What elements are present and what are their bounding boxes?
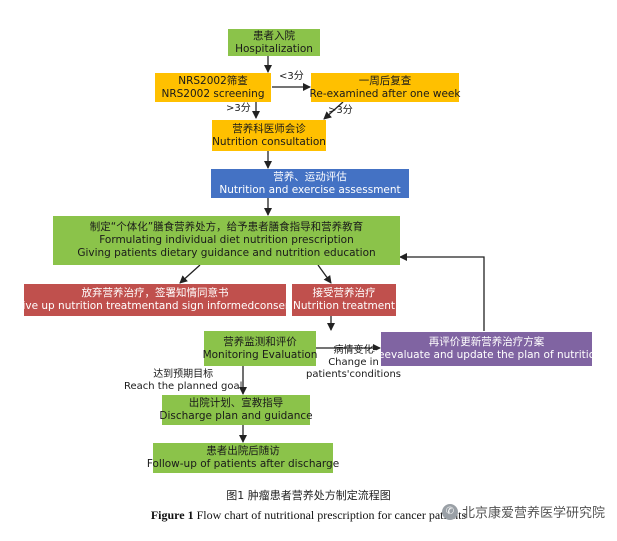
label-change-cn: 病情变化 <box>333 345 374 356</box>
give-up-en: Give up nutrition treatmentand sign info… <box>14 300 296 312</box>
reevaluate-node: 再评价更新营养治疗方案 Reevaluate and update the pl… <box>371 332 602 366</box>
discharge-en: Discharge plan and guidance <box>159 410 313 422</box>
give-up-cn: 放弃营养治疗，签署知情同意书 <box>81 287 229 299</box>
reexamine-node: 一周后复查 Re-examined after one week <box>309 73 461 102</box>
monitoring-en: Monitoring Evaluation <box>202 348 318 361</box>
label-change-en2: patients'conditions <box>306 369 401 380</box>
watermark-text: 北京康爱营养医学研究院 <box>461 506 605 521</box>
label-gt3-left: >3分 <box>226 103 251 114</box>
label-change: 病情变化 Change in patients'conditions <box>306 345 401 381</box>
arrow-prescription-giveup <box>179 264 201 284</box>
screening-node: NRS2002筛查 NRS2002 screening <box>155 73 271 102</box>
consultation-en: Nutrition consultation <box>212 135 326 148</box>
assessment-cn: 营养、运动评估 <box>273 170 347 183</box>
reexamine-cn: 一周后复查 <box>358 74 412 87</box>
give-up-node: 放弃营养治疗，签署知情同意书 Give up nutrition treatme… <box>14 284 296 316</box>
label-gt3-right: >3分 <box>328 105 353 116</box>
arrow-reevaluate-prescription <box>399 253 485 331</box>
monitoring-node: 营养监测和评价 Monitoring Evaluation <box>202 331 318 366</box>
label-reach: 达到预期目标 Reach the planned goal <box>124 369 242 393</box>
reevaluate-en: Reevaluate and update the plan of nutrit… <box>371 349 602 361</box>
reexamine-en: Re-examined after one week <box>309 87 461 100</box>
discharge-node: 出院计划、宣教指导 Discharge plan and guidance <box>159 395 313 425</box>
reevaluate-cn: 再评价更新营养治疗方案 <box>428 336 545 348</box>
screening-en: NRS2002 screening <box>161 87 265 100</box>
arrow-prescription-accept <box>317 264 332 284</box>
hospitalization-node: 患者入院 Hospitalization <box>228 29 320 56</box>
wechat-icon: ✆ <box>441 503 458 520</box>
prescription-node: 制定“个体化”膳食营养处方，给予患者膳食指导和营养教育 Formulating … <box>53 216 400 265</box>
hospitalization-en: Hospitalization <box>235 42 313 55</box>
caption-en: Figure 1 Flow chart of nutritional presc… <box>0 508 617 523</box>
accept-cn: 接受营养治疗 <box>312 287 376 299</box>
discharge-cn: 出院计划、宣教指导 <box>188 397 284 409</box>
label-reach-cn: 达到预期目标 <box>153 369 214 380</box>
followup-node: 患者出院后随访 Follow-up of patients after disc… <box>147 443 339 473</box>
assessment-en: Nutrition and exercise assessment <box>219 183 401 196</box>
consultation-cn: 营养科医师会诊 <box>232 122 306 135</box>
caption-en-label: Figure 1 <box>150 508 194 522</box>
label-change-en1: Change in <box>328 357 379 368</box>
screening-cn: NRS2002筛查 <box>178 74 248 87</box>
caption-cn: 图1 肿瘤患者营养处方制定流程图 <box>226 489 391 502</box>
monitoring-cn: 营养监测和评价 <box>223 335 297 348</box>
accept-en: Nutrition treatment <box>293 300 395 312</box>
consultation-node: 营养科医师会诊 Nutrition consultation <box>212 120 326 151</box>
arrow-reexamine-consultation <box>323 101 344 120</box>
accept-node: 接受营养治疗 Nutrition treatment <box>292 284 396 316</box>
caption-en-text: Flow chart of nutritional prescription f… <box>193 508 467 522</box>
prescription-cn: 制定“个体化”膳食营养处方，给予患者膳食指导和营养教育 <box>89 221 364 233</box>
assessment-node: 营养、运动评估 Nutrition and exercise assessmen… <box>211 169 409 198</box>
label-lt3: <3分 <box>279 71 304 82</box>
prescription-en1: Formulating individual diet nutrition pr… <box>99 234 354 246</box>
followup-en: Follow-up of patients after discharge <box>146 458 340 470</box>
prescription-en2: Giving patients dietary guidance and nut… <box>77 247 376 259</box>
label-reach-en: Reach the planned goal <box>124 381 243 392</box>
watermark: ✆ 北京康爱营养医学研究院 <box>441 502 605 521</box>
hospitalization-cn: 患者入院 <box>253 29 295 42</box>
followup-cn: 患者出院后随访 <box>206 445 280 457</box>
